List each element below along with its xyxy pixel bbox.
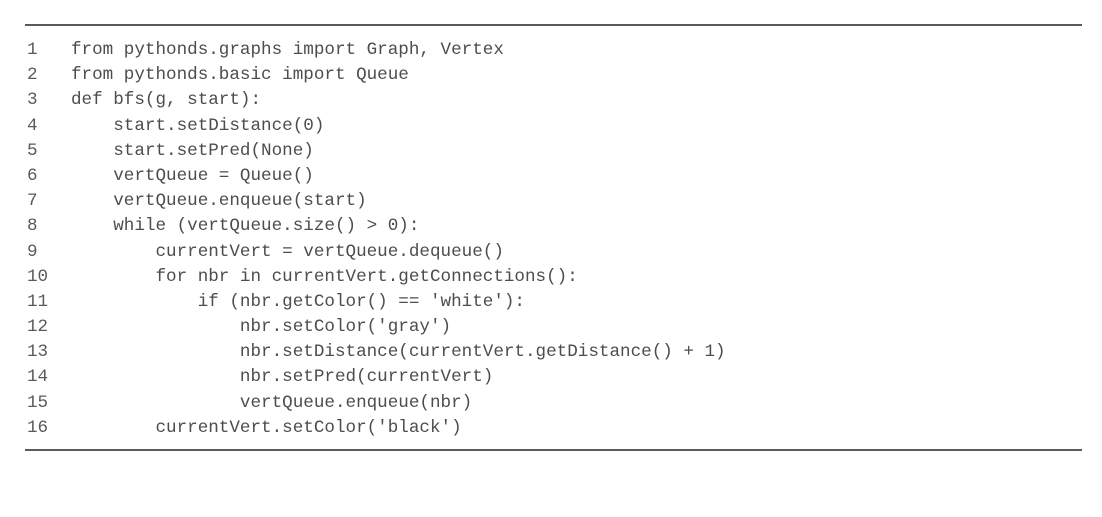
- line-number: 11: [27, 291, 49, 312]
- code-line: 15 vertQueue.enqueue(nbr): [0, 391, 1102, 416]
- code-line: 1 from pythonds.graphs import Graph, Ver…: [0, 38, 1102, 63]
- line-code: vertQueue = Queue(): [71, 165, 314, 186]
- line-number: 7: [27, 191, 38, 212]
- line-code: vertQueue.enqueue(start): [71, 191, 367, 212]
- code-line: 7 vertQueue.enqueue(start): [0, 189, 1102, 214]
- code-line: 3 def bfs(g, start):: [0, 88, 1102, 113]
- code-line: 2 from pythonds.basic import Queue: [0, 63, 1102, 88]
- line-number: 12: [27, 317, 49, 338]
- line-code: vertQueue.enqueue(nbr): [71, 392, 473, 413]
- code-lines-container: 1 from pythonds.graphs import Graph, Ver…: [0, 38, 1102, 441]
- code-line: 10 for nbr in currentVert.getConnections…: [0, 265, 1102, 290]
- line-number: 8: [27, 216, 38, 237]
- line-code: from pythonds.basic import Queue: [71, 65, 409, 86]
- listing-top-rule: [25, 24, 1082, 26]
- line-code: def bfs(g, start):: [71, 90, 262, 111]
- line-code: nbr.setDistance(currentVert.getDistance(…: [71, 342, 726, 363]
- line-code: nbr.setPred(currentVert): [71, 367, 494, 388]
- line-number: 16: [27, 417, 49, 438]
- line-number: 14: [27, 367, 49, 388]
- line-code: start.setDistance(0): [71, 115, 325, 136]
- line-number: 1: [27, 40, 38, 60]
- code-line: 12 nbr.setColor('gray'): [0, 315, 1102, 340]
- code-line: 16 currentVert.setColor('black'): [0, 416, 1102, 441]
- listing-bottom-rule: [25, 449, 1082, 451]
- code-line: 11 if (nbr.getColor() == 'white'):: [0, 290, 1102, 315]
- code-line: 14 nbr.setPred(currentVert): [0, 365, 1102, 390]
- code-line: 4 start.setDistance(0): [0, 114, 1102, 139]
- line-number: 2: [27, 65, 38, 86]
- line-number: 13: [27, 342, 49, 363]
- line-number: 4: [27, 115, 38, 136]
- line-code: start.setPred(None): [71, 140, 314, 161]
- line-number: 6: [27, 165, 38, 186]
- line-number: 3: [27, 90, 38, 111]
- line-code: if (nbr.getColor() == 'white'):: [71, 291, 525, 312]
- code-line: 6 vertQueue = Queue(): [0, 164, 1102, 189]
- line-code: nbr.setColor('gray'): [71, 317, 452, 338]
- code-line: 13 nbr.setDistance(currentVert.getDistan…: [0, 340, 1102, 365]
- line-number: 10: [27, 266, 49, 287]
- line-number: 5: [27, 140, 38, 161]
- line-code: from pythonds.graphs import Graph, Verte…: [71, 40, 504, 60]
- code-line: 9 currentVert = vertQueue.dequeue(): [0, 240, 1102, 265]
- code-listing: 1 from pythonds.graphs import Graph, Ver…: [0, 24, 1102, 451]
- code-line: 5 start.setPred(None): [0, 139, 1102, 164]
- code-line: 8 while (vertQueue.size() > 0):: [0, 214, 1102, 239]
- line-code: for nbr in currentVert.getConnections():: [71, 266, 578, 287]
- line-code: while (vertQueue.size() > 0):: [71, 216, 420, 237]
- line-number: 15: [27, 392, 49, 413]
- line-number: 9: [27, 241, 38, 262]
- line-code: currentVert = vertQueue.dequeue(): [71, 241, 504, 262]
- line-code: currentVert.setColor('black'): [71, 417, 462, 438]
